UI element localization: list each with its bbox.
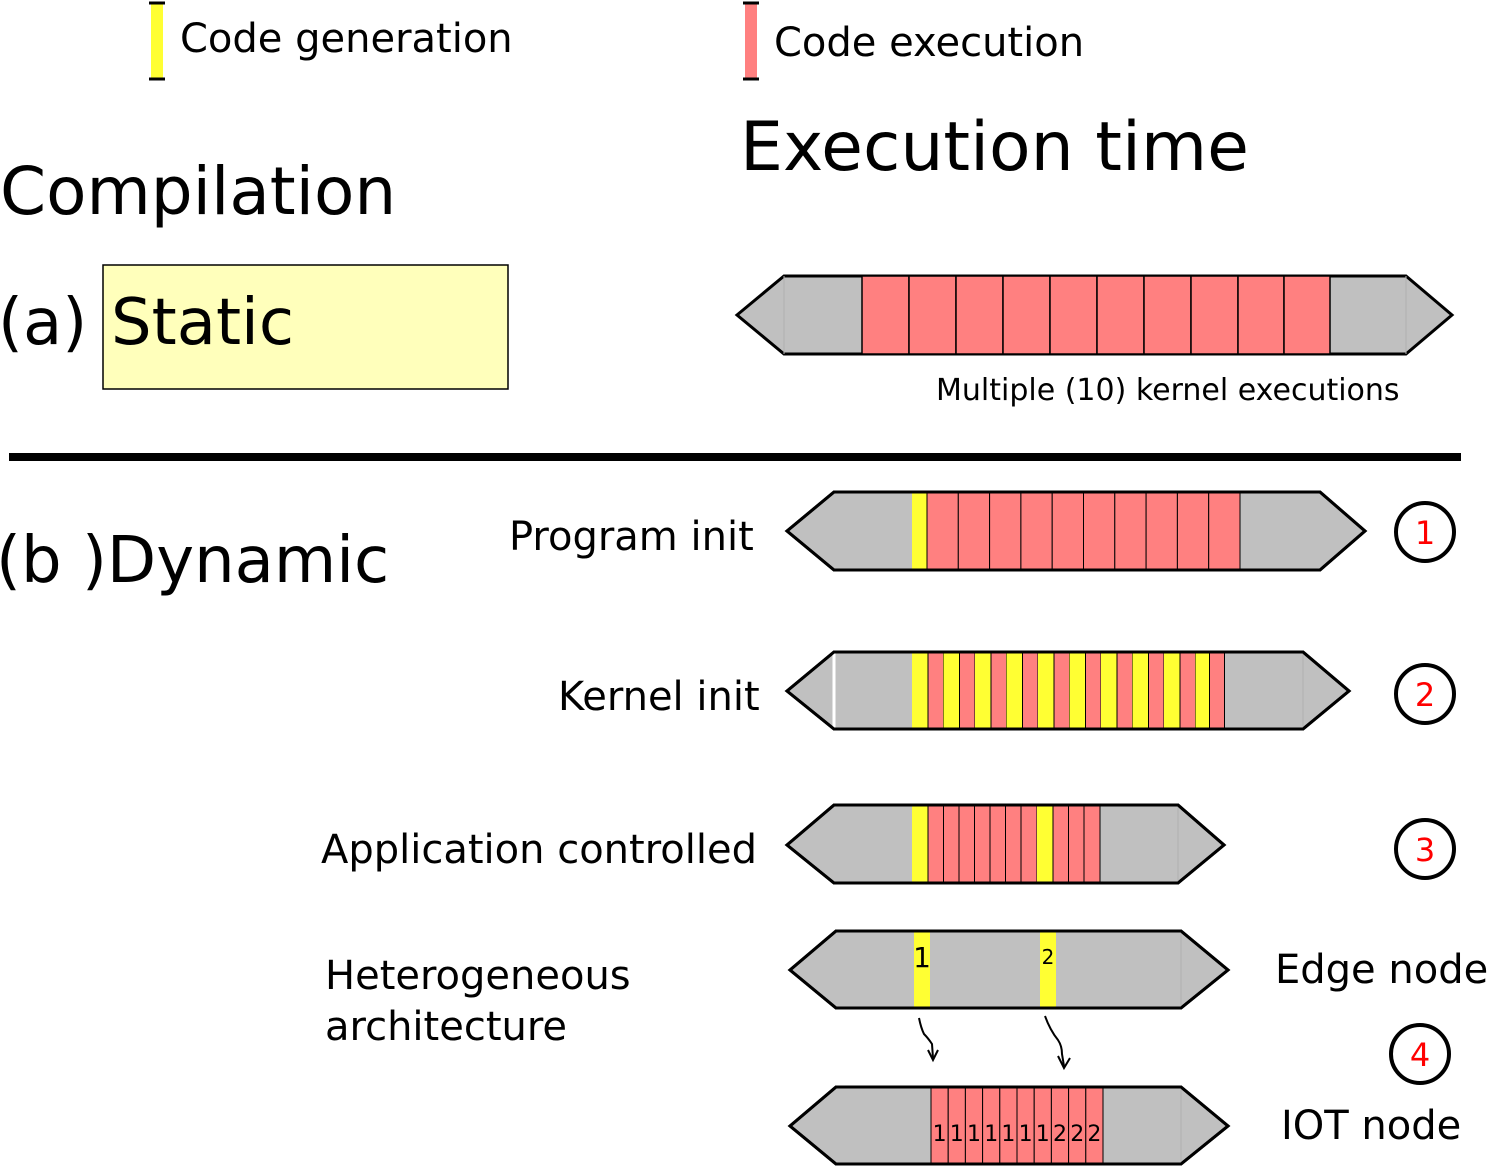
edge-generation-segment-2 — [1040, 931, 1056, 1008]
dynamic-label: (b )Dynamic — [0, 524, 389, 598]
marker-2-number: 2 — [1415, 676, 1435, 714]
marker-2: 2 — [1394, 663, 1456, 725]
iot-kernel-label: 1 — [1019, 1122, 1033, 1147]
iot-kernel-label: 2 — [1053, 1122, 1067, 1147]
iot-node-timeline: 1 1 1 1 1 1 1 2 2 2 — [787, 1085, 1231, 1166]
static-kernel — [1143, 275, 1192, 355]
marker-1-number: 1 — [1415, 514, 1435, 552]
static-kernel — [1190, 275, 1239, 355]
marker-4: 4 — [1389, 1023, 1451, 1085]
static-caption: Multiple (10) kernel executions — [936, 373, 1400, 408]
legend-generation-swatch — [149, 1, 165, 81]
iot-kernel-label: 2 — [1087, 1122, 1101, 1147]
transfer-arrow-2 — [1044, 1015, 1065, 1067]
marker-4-number: 4 — [1410, 1036, 1430, 1074]
static-kernels — [861, 275, 1331, 355]
static-box — [102, 264, 509, 390]
iot-kernel-labels: 1 1 1 1 1 1 1 2 2 2 — [933, 1122, 1102, 1147]
row-kernel-init-timeline — [784, 650, 1352, 731]
heading-execution-time: Execution time — [740, 108, 1249, 187]
kernel-init-segments — [912, 651, 1225, 730]
static-kernel — [1002, 275, 1051, 355]
edge-segment-label-1: 1 — [913, 941, 931, 974]
iot-kernel-label: 2 — [1070, 1122, 1084, 1147]
row-application-controlled-timeline — [784, 803, 1227, 885]
marker-3: 3 — [1394, 818, 1456, 880]
row-program-init-label: Program init — [509, 514, 754, 560]
edge-node-timeline: 1 2 — [787, 929, 1231, 1010]
static-prefix: (a) — [0, 286, 87, 360]
static-kernel — [1096, 275, 1145, 355]
edge-node-label: Edge node — [1275, 947, 1488, 993]
static-kernel — [955, 275, 1004, 355]
static-kernel — [908, 275, 957, 355]
iot-kernel-label: 1 — [1036, 1122, 1050, 1147]
application-controlled-kernels-a — [927, 804, 1038, 884]
iot-node-label: IOT node — [1281, 1103, 1461, 1149]
iot-kernels — [930, 1086, 1104, 1165]
row-kernel-init-label: Kernel init — [558, 674, 760, 720]
legend-execution-label: Code execution — [774, 20, 1084, 66]
row-application-controlled-label: Application controlled — [321, 827, 757, 873]
row-program-init-timeline — [784, 490, 1368, 572]
legend-generation-label: Code generation — [180, 16, 513, 62]
transfer-arrow-1 — [918, 1017, 934, 1059]
heterogeneous-label-line2: architecture — [325, 1004, 567, 1050]
heading-compilation: Compilation — [0, 153, 396, 230]
static-kernel — [1049, 275, 1098, 355]
iot-kernel-label: 1 — [950, 1122, 964, 1147]
iot-kernel-label: 1 — [1001, 1122, 1015, 1147]
static-label: Static — [111, 286, 294, 360]
heterogeneous-label-line1: Heterogeneous — [325, 953, 631, 999]
static-kernel — [861, 275, 910, 355]
legend: Code generation Code execution — [149, 1, 1084, 81]
program-init-kernels — [926, 491, 1241, 571]
static-kernel — [1283, 275, 1331, 355]
marker-3-number: 3 — [1415, 831, 1435, 869]
iot-kernel-label: 1 — [967, 1122, 981, 1147]
edge-segment-label-2: 2 — [1042, 945, 1055, 969]
edge-generation-segment-1 — [914, 931, 930, 1008]
static-kernel — [1237, 275, 1285, 355]
iot-kernel-label: 1 — [933, 1122, 947, 1147]
application-controlled-kernels-b — [1052, 804, 1101, 884]
transfer-arrows — [918, 1015, 1071, 1071]
legend-execution-swatch — [743, 1, 759, 81]
iot-kernel-label: 1 — [984, 1122, 998, 1147]
static-timeline — [734, 274, 1455, 356]
marker-1: 1 — [1394, 501, 1456, 563]
